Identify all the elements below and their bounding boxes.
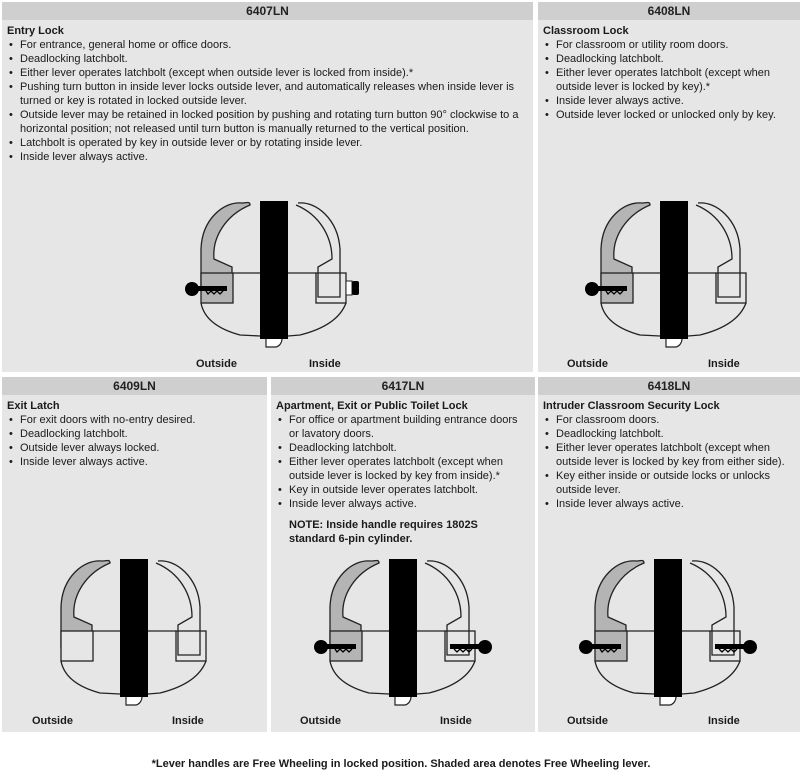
- outside-lever-shaded: [329, 559, 380, 648]
- inside-lever: [689, 560, 735, 656]
- list-item: Either lever operates latchbolt (except …: [543, 441, 795, 469]
- list-item: For classroom or utility room doors.: [543, 38, 793, 52]
- list-item: Deadlocking latchbolt.: [276, 441, 530, 455]
- panel-6418ln: 6418LN Intruder Classroom Security Lock …: [538, 377, 800, 732]
- panel-title: Intruder Classroom Security Lock: [543, 400, 720, 412]
- key-icon: [314, 640, 356, 654]
- inside-lever: [155, 560, 201, 656]
- door-edge: [389, 559, 417, 697]
- inside-rose: [715, 272, 747, 304]
- inside-label: Inside: [309, 358, 341, 370]
- latch-icon: [659, 696, 677, 706]
- inside-lever: [424, 560, 470, 656]
- list-item: Key in outside lever operates latchbolt.: [276, 483, 530, 497]
- lock-diagram: [585, 201, 747, 348]
- list-item: Latchbolt is operated by key in outside …: [7, 136, 527, 150]
- list-item: Either lever operates latchbolt (except …: [543, 66, 793, 94]
- inside-label: Inside: [708, 358, 740, 370]
- latch-icon: [394, 696, 412, 706]
- turn-button-icon: [345, 280, 359, 296]
- outside-lever-shaded: [200, 201, 251, 290]
- inside-label: Inside: [172, 715, 204, 727]
- inside-lever: [695, 202, 741, 298]
- list-item: Inside lever always active.: [7, 455, 262, 469]
- list-item: Either lever operates latchbolt (except …: [7, 66, 527, 80]
- inside-lever: [295, 202, 341, 298]
- key-icon: [450, 640, 492, 654]
- key-icon: [585, 282, 627, 296]
- list-item: Inside lever always active.: [543, 94, 793, 108]
- list-item: Deadlocking latchbolt.: [7, 52, 527, 66]
- panel-header: 6407LN: [2, 2, 533, 20]
- lock-diagram: [185, 201, 359, 348]
- panel-header: 6409LN: [2, 377, 267, 395]
- feature-list: For office or apartment building entranc…: [276, 413, 530, 511]
- feature-list: For classroom doors. Deadlocking latchbo…: [543, 413, 795, 511]
- door-edge: [660, 201, 688, 339]
- list-item: Deadlocking latchbolt.: [543, 427, 795, 441]
- feature-list: For classroom or utility room doors. Dea…: [543, 38, 793, 122]
- outside-lever-shaded: [594, 559, 645, 648]
- list-item: Deadlocking latchbolt.: [543, 52, 793, 66]
- lock-diagram: [60, 559, 207, 706]
- note-text: NOTE: Inside handle requires 1802S stand…: [289, 519, 478, 545]
- panel-title: Classroom Lock: [543, 25, 629, 37]
- list-item: For office or apartment building entranc…: [276, 413, 530, 441]
- panel-header: 6417LN: [271, 377, 535, 395]
- list-item: Inside lever always active.: [276, 497, 530, 511]
- outside-label: Outside: [567, 715, 608, 727]
- feature-list: For entrance, general home or office doo…: [7, 38, 527, 164]
- panel-6417ln: 6417LN Apartment, Exit or Public Toilet …: [271, 377, 535, 732]
- door-edge: [120, 559, 148, 697]
- list-item: For classroom doors.: [543, 413, 795, 427]
- panel-title: Apartment, Exit or Public Toilet Lock: [276, 400, 468, 412]
- outside-label: Outside: [32, 715, 73, 727]
- panel-6407ln: 6407LN Entry Lock For entrance, general …: [2, 2, 533, 372]
- outside-label: Outside: [567, 358, 608, 370]
- panel-header: 6418LN: [538, 377, 800, 395]
- lock-diagram: [579, 559, 757, 706]
- outside-label: Outside: [300, 715, 341, 727]
- outside-lever-shaded: [60, 559, 111, 648]
- list-item: Inside lever always active.: [543, 497, 795, 511]
- outside-label: Outside: [196, 358, 237, 370]
- list-item: Pushing turn button in inside lever lock…: [7, 80, 527, 108]
- outside-lever-shaded: [600, 201, 651, 290]
- inside-label: Inside: [440, 715, 472, 727]
- list-item: For entrance, general home or office doo…: [7, 38, 527, 52]
- latch-icon: [265, 338, 283, 348]
- feature-list: For exit doors with no-entry desired. De…: [7, 413, 262, 469]
- door-edge: [654, 559, 682, 697]
- outside-rose: [60, 630, 94, 662]
- list-item: Outside lever locked or unlocked only by…: [543, 108, 793, 122]
- panel-6408ln: 6408LN Classroom Lock For classroom or u…: [538, 2, 800, 372]
- panel-header: 6408LN: [538, 2, 800, 20]
- panel-title: Exit Latch: [7, 400, 60, 412]
- list-item: Inside lever always active.: [7, 150, 527, 164]
- footnote: *Lever handles are Free Wheeling in lock…: [151, 758, 651, 770]
- inside-rose: [315, 272, 347, 304]
- list-item: Either lever operates latchbolt (except …: [276, 455, 530, 483]
- key-icon: [185, 282, 227, 296]
- inside-label: Inside: [708, 715, 740, 727]
- list-item: For exit doors with no-entry desired.: [7, 413, 262, 427]
- list-item: Outside lever may be retained in locked …: [7, 108, 527, 136]
- panel-title: Entry Lock: [7, 25, 64, 37]
- key-icon: [579, 640, 621, 654]
- door-edge: [260, 201, 288, 339]
- lock-diagram: [314, 559, 492, 706]
- list-item: Key either inside or outside locks or un…: [543, 469, 795, 497]
- key-icon: [715, 640, 757, 654]
- inside-rose: [175, 630, 207, 662]
- latch-icon: [125, 696, 143, 706]
- panel-6409ln: 6409LN Exit Latch For exit doors with no…: [2, 377, 267, 732]
- latch-icon: [665, 338, 683, 348]
- list-item: Outside lever always locked.: [7, 441, 262, 455]
- list-item: Deadlocking latchbolt.: [7, 427, 262, 441]
